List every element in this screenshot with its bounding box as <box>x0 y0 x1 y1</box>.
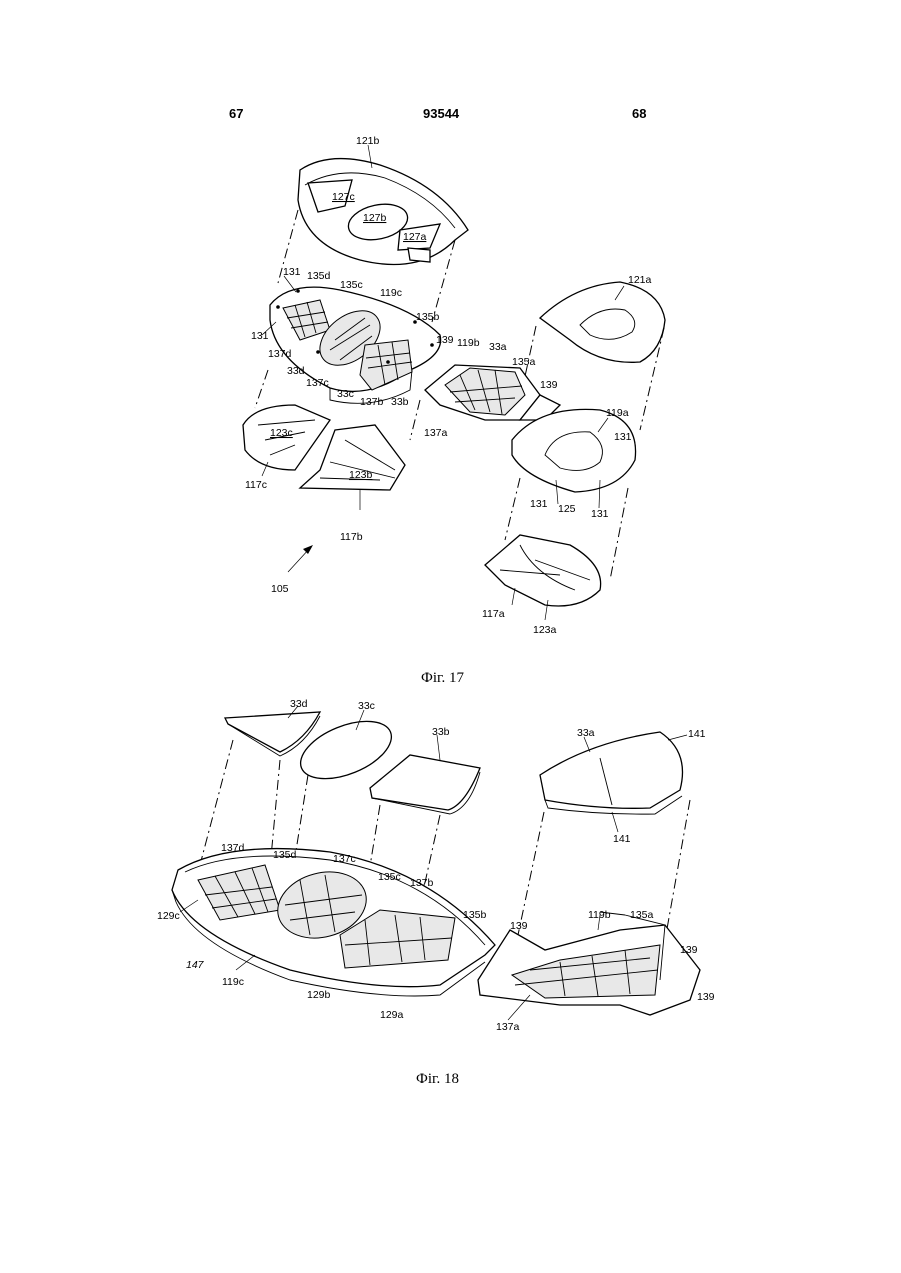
label-137d: 137d <box>221 842 245 854</box>
label-127b: 127b <box>363 212 387 224</box>
label-137a: 137a <box>496 1021 520 1033</box>
label-123c: 123c <box>270 427 293 439</box>
label-117a: 117a <box>482 608 505 620</box>
label-129a: 129a <box>380 1009 404 1021</box>
label-139: 139 <box>436 334 454 346</box>
label-105: 105 <box>271 583 289 595</box>
label-131: 131 <box>591 508 609 520</box>
label-33d: 33d <box>287 365 305 377</box>
label-33b: 33b <box>391 396 409 408</box>
label-121a: 121a <box>628 274 652 286</box>
part-117a <box>485 535 601 606</box>
label-131: 131 <box>530 498 548 510</box>
label-139: 139 <box>510 920 528 932</box>
label-131: 131 <box>251 330 269 342</box>
label-131: 131 <box>283 266 301 278</box>
label-135a: 135a <box>630 909 654 921</box>
label-137b: 137b <box>360 396 384 408</box>
figure-18-drawing: 33d 33c 33b 33a 141 141 137d 135d 137c 1… <box>157 698 715 1033</box>
label-135c: 135c <box>340 279 363 291</box>
label-137c: 137c <box>333 853 356 865</box>
label-33b: 33b <box>432 726 450 738</box>
label-127a: 127a <box>403 231 427 243</box>
label-139: 139 <box>680 944 698 956</box>
label-121b: 121b <box>356 135 380 147</box>
figure-17-drawing: 121b 127c 127b 127a 131 135d 135c 119c 1… <box>243 135 665 636</box>
label-135d: 135d <box>307 270 331 282</box>
part-119a <box>512 409 636 492</box>
label-141: 141 <box>613 833 631 845</box>
label-123b: 123b <box>349 469 373 481</box>
label-125: 125 <box>558 503 576 515</box>
label-137a: 137a <box>424 427 448 439</box>
figure-18-caption: Фіг. 18 <box>416 1071 459 1088</box>
label-137d: 137d <box>268 348 292 360</box>
label-119a: 119a <box>606 407 629 419</box>
label-33a: 33a <box>489 341 507 353</box>
label-147: 147 <box>186 959 205 971</box>
label-33d: 33d <box>290 698 308 710</box>
pad-33a <box>540 732 683 814</box>
label-135d: 135d <box>273 849 297 861</box>
label-137b: 137b <box>410 877 434 889</box>
label-33c: 33c <box>358 700 375 712</box>
label-139: 139 <box>697 991 715 1003</box>
label-135b: 135b <box>416 311 440 323</box>
label-141: 141 <box>688 728 706 740</box>
label-119c: 119c <box>380 287 402 299</box>
label-33a: 33a <box>577 727 595 739</box>
label-135a: 135a <box>512 356 536 368</box>
label-139: 139 <box>540 379 558 391</box>
label-135c: 135c <box>378 871 401 883</box>
label-131: 131 <box>614 431 632 443</box>
label-117b: 117b <box>340 531 363 543</box>
figure-17-caption: Фіг. 17 <box>421 670 464 687</box>
label-123a: 123a <box>533 624 557 636</box>
part-121a <box>540 282 665 362</box>
label-117c: 117c <box>245 479 267 491</box>
label-119b: 119b <box>588 909 611 921</box>
part-119b <box>425 365 560 420</box>
label-129c: 129c <box>157 910 180 922</box>
label-135b: 135b <box>463 909 487 921</box>
label-119b: 119b <box>457 337 480 349</box>
part-119c-frame <box>172 849 495 996</box>
label-127c: 127c <box>332 191 355 203</box>
part-119c <box>270 287 441 403</box>
label-33c: 33c <box>337 388 354 400</box>
label-119c: 119c <box>222 976 244 988</box>
label-137c: 137c <box>306 377 329 389</box>
label-129b: 129b <box>307 989 331 1001</box>
pad-33b <box>370 755 480 814</box>
